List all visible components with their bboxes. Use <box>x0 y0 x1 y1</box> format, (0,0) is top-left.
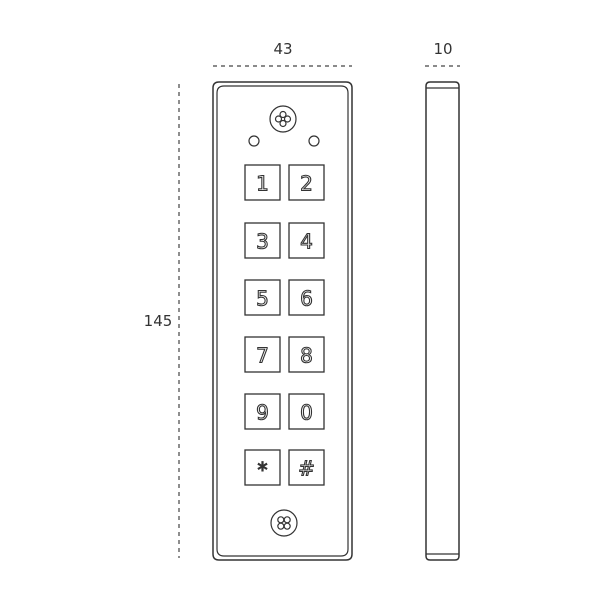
key-5-button[interactable]: 5 <box>244 279 281 316</box>
keypad-grid: 1 2 3 4 5 6 <box>244 164 325 486</box>
front-view: 1 2 3 4 5 6 <box>212 81 353 561</box>
key-6-button[interactable]: 6 <box>288 279 325 316</box>
depth-dimension-label: 10 <box>433 40 452 58</box>
key-1-button[interactable]: 1 <box>244 164 281 201</box>
key-label: 4 <box>300 230 313 254</box>
key-0-button[interactable]: 0 <box>288 393 325 430</box>
front-housing-outline <box>212 81 353 561</box>
key-label: * <box>258 458 268 482</box>
height-dimension-label: 145 <box>144 312 173 330</box>
side-housing-outline <box>425 81 460 561</box>
key-label: 6 <box>300 287 313 311</box>
key-label: 8 <box>300 344 313 368</box>
led-indicator-right-icon <box>308 135 320 147</box>
width-dimension-label: 43 <box>273 40 292 58</box>
key-4-button[interactable]: 4 <box>288 222 325 259</box>
key-8-button[interactable]: 8 <box>288 336 325 373</box>
key-label: 5 <box>256 287 269 311</box>
top-screw-icon <box>269 105 297 133</box>
key-label: 2 <box>300 172 313 196</box>
key-label: 0 <box>300 401 313 425</box>
bottom-screw-icon <box>270 509 298 537</box>
key-3-button[interactable]: 3 <box>244 222 281 259</box>
key-2-button[interactable]: 2 <box>288 164 325 201</box>
led-indicator-left-icon <box>248 135 260 147</box>
side-view <box>425 81 460 561</box>
key-label: 7 <box>256 344 269 368</box>
key-label: 1 <box>256 172 269 196</box>
key-star-button[interactable]: * <box>244 449 281 486</box>
key-7-button[interactable]: 7 <box>244 336 281 373</box>
key-label: 9 <box>256 401 269 425</box>
key-hash-button[interactable]: # <box>288 449 325 486</box>
key-9-button[interactable]: 9 <box>244 393 281 430</box>
key-label: # <box>298 457 315 481</box>
key-label: 3 <box>256 230 269 254</box>
front-housing-bevel <box>216 85 349 557</box>
